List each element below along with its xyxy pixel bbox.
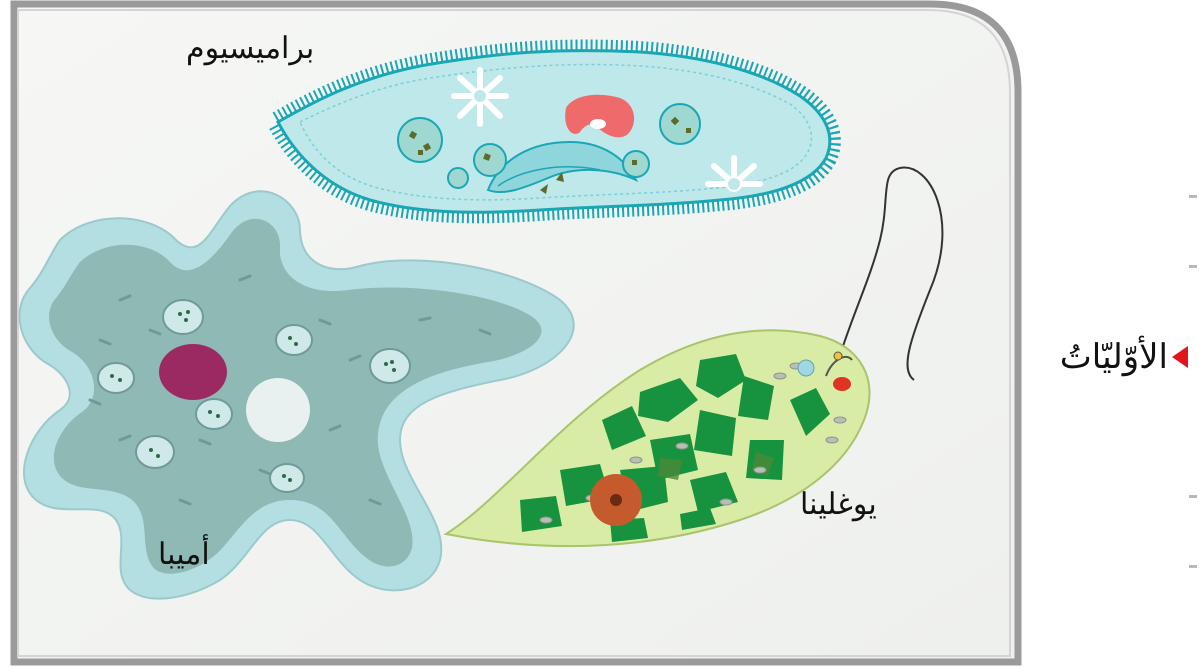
amoeba-label: أميبا bbox=[158, 540, 210, 570]
section-heading: الأوّليّاتُ bbox=[1038, 340, 1188, 374]
euglena-label: يوغلينا bbox=[800, 490, 877, 520]
triangle-marker-icon bbox=[1172, 346, 1188, 368]
paramecium-label: براميسيوم bbox=[186, 34, 314, 64]
section-heading-text: الأوّليّاتُ bbox=[1060, 340, 1168, 374]
illustration-panel: براميسيوم أميبا يوغلينا bbox=[0, 0, 1026, 669]
edge-marks bbox=[1189, 195, 1199, 575]
protists-illustration bbox=[0, 0, 1026, 669]
